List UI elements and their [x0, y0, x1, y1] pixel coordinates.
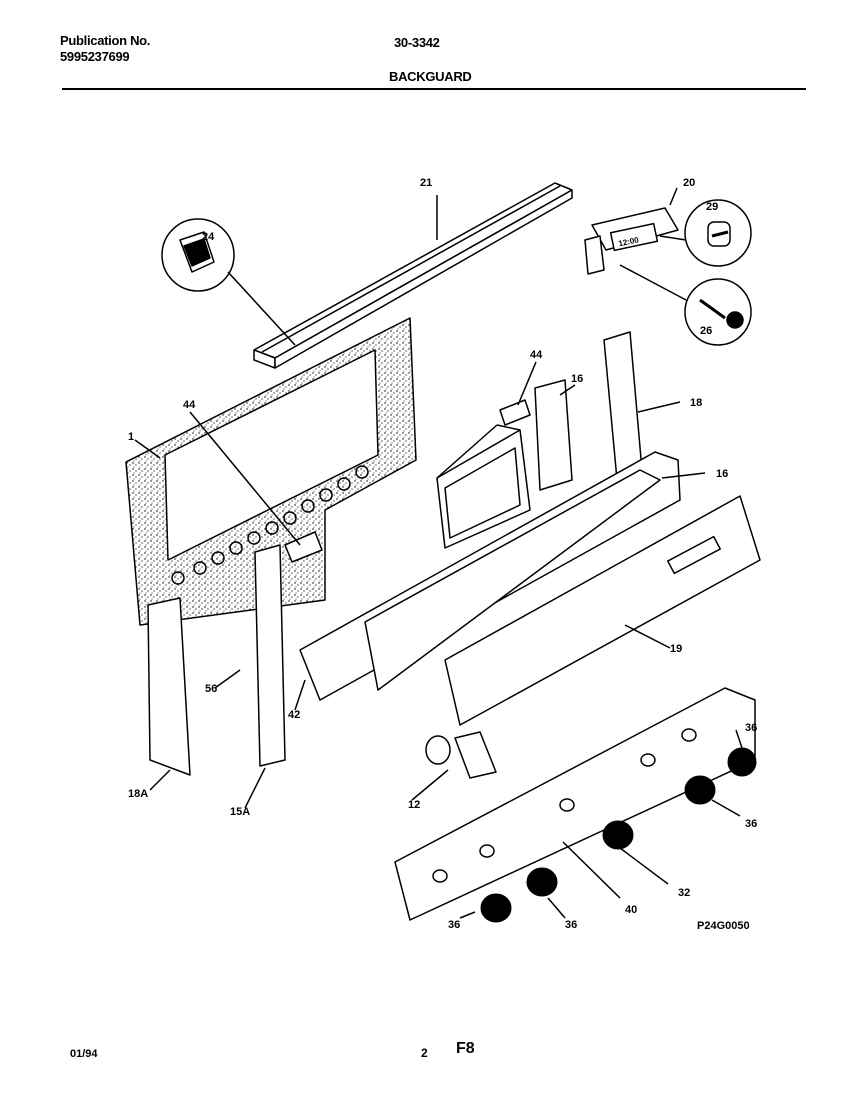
mounting-bracket-right: [499, 361, 537, 426]
top-trim-strip: [253, 182, 573, 369]
panel-hole-row: [171, 465, 369, 585]
side-rail-upper: [534, 379, 576, 491]
left-support-bracket: [147, 597, 191, 791]
header-rule: [62, 88, 806, 90]
footer-page-number: 2: [421, 1046, 428, 1060]
publication-label: Publication No.: [60, 33, 151, 48]
drawing-number: P24G0050: [697, 920, 750, 932]
clock-module: [584, 187, 679, 275]
clock-knob-callout: [659, 199, 752, 267]
manifold-panel: [394, 687, 756, 921]
section-title: BACKGUARD: [389, 69, 472, 84]
oven-thermostat: [411, 731, 497, 801]
callout-12: 12: [408, 799, 420, 811]
mounting-bracket-left: [189, 411, 323, 563]
callout-36-bottom-left: 36: [448, 919, 460, 931]
vertical-bracket: [244, 544, 286, 809]
publication-number: 5995237699: [60, 49, 130, 64]
callout-16-upper: 16: [571, 373, 583, 385]
callout-16-right: 16: [716, 468, 728, 480]
callout-1: 1: [128, 431, 134, 443]
callout-56: 56: [205, 683, 217, 695]
callout-44-left: 44: [183, 399, 196, 411]
callout-44-right: 44: [530, 349, 543, 361]
callout-36-right: 36: [745, 818, 757, 830]
callout-36-bottom-mid: 36: [565, 919, 577, 931]
clock-display-text: 12:00: [618, 235, 640, 248]
callout-26: 26: [700, 325, 712, 337]
backguard-panel: [125, 317, 417, 626]
front-control-panel: [444, 495, 761, 726]
callout-40: 40: [625, 904, 637, 916]
callout-18a: 18A: [128, 788, 148, 800]
callout-24: 24: [202, 231, 215, 243]
callout-29: 29: [706, 201, 718, 213]
burner-knobs: [480, 747, 757, 923]
inner-control-frame: [299, 451, 706, 701]
callout-36-top: 36: [745, 722, 757, 734]
callout-42: 42: [288, 709, 300, 721]
control-housing: [436, 424, 531, 549]
callout-19: 19: [670, 643, 682, 655]
rocker-switch-callout: [161, 218, 296, 346]
clock-stem-knob-callout: [619, 264, 752, 346]
page-code: 30-3342: [394, 35, 440, 50]
footer-date: 01/94: [70, 1048, 98, 1060]
callout-21: 21: [420, 177, 432, 189]
callout-15a: 15A: [230, 806, 250, 818]
callout-18: 18: [690, 397, 702, 409]
callout-20: 20: [683, 177, 695, 189]
footer-section-code: F8: [456, 1040, 475, 1057]
callout-32: 32: [678, 887, 690, 899]
